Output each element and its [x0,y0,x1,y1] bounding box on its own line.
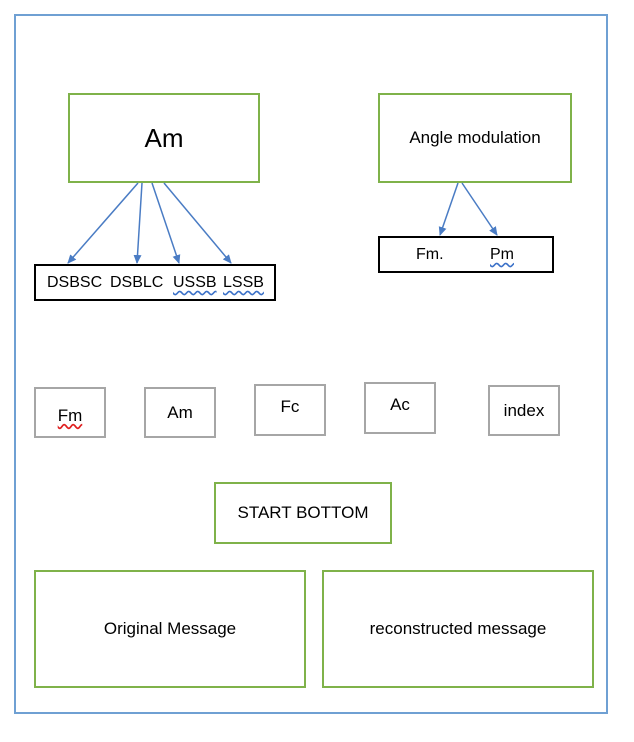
param-fm-field[interactable]: Fm [34,387,106,438]
angle-types-box: Fm. Pm [378,236,554,273]
am-box[interactable]: Am [68,93,260,183]
am-types-box: DSBSC DSBLC USSB LSSB [34,264,276,301]
am-type-ussb[interactable]: USSB [173,274,217,291]
param-fc-field[interactable]: Fc [254,384,326,436]
reconstructed-message-panel: reconstructed message [322,570,594,688]
param-ac-label: Ac [390,395,410,414]
am-type-lssb[interactable]: LSSB [223,274,264,291]
reconstructed-message-label: reconstructed message [369,619,547,638]
param-fc-label: Fc [280,397,300,416]
am-box-label: Am [144,122,184,153]
angle-type-fm[interactable]: Fm. [416,246,444,263]
original-message-panel: Original Message [34,570,306,688]
angle-modulation-label: Angle modulation [409,128,541,147]
param-am-field[interactable]: Am [144,387,216,438]
start-button[interactable]: START BOTTOM [214,482,392,544]
angle-type-pm[interactable]: Pm [490,246,514,263]
param-fm-label: Fm [57,405,83,425]
start-button-label: START BOTTOM [237,503,369,522]
param-index-field[interactable]: index [488,385,560,436]
am-type-dsbsc[interactable]: DSBSC [47,274,103,291]
param-am-label: Am [167,402,193,422]
param-ac-field[interactable]: Ac [364,382,436,434]
angle-modulation-box[interactable]: Angle modulation [378,93,572,183]
original-message-label: Original Message [103,619,237,638]
am-type-dsblc[interactable]: DSBLC [110,274,164,291]
param-index-label: index [503,400,545,420]
outer-frame [14,14,608,714]
